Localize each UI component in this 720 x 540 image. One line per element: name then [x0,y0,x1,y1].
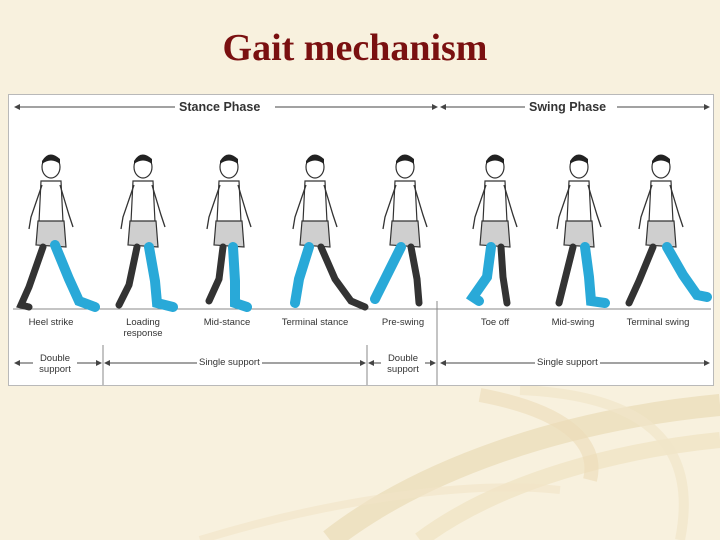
support-label-double-2: Double support [381,353,425,375]
event-label-loading-response: Loading response [123,317,163,339]
event-label-terminal-swing: Terminal swing [626,317,690,328]
figure-pre-swing [370,153,428,307]
figure-loading-response [115,153,178,312]
support-label-double-1: Double support [33,353,77,375]
figure-terminal-swing [625,153,712,307]
support-label-single-1: Single support [197,357,262,368]
figure-mid-swing [555,153,610,308]
swing-phase-label: Swing Phase [525,100,611,114]
figure-terminal-stance [290,153,369,311]
figure-heel-strike [16,153,100,312]
event-label-mid-swing: Mid-swing [551,317,595,328]
event-label-toe-off: Toe off [480,317,510,328]
slide-title: Gait mechanism [222,27,488,69]
event-label-mid-stance: Mid-stance [203,317,251,328]
event-label-pre-swing: Pre-swing [381,317,425,328]
stance-phase-label: Stance Phase [175,100,265,114]
figure-mid-stance [205,153,252,312]
support-label-single-2: Single support [535,357,600,368]
gait-diagram-graphics [13,104,712,385]
gait-cycle-diagram: Stance Phase Swing Phase Heel strike Loa… [8,94,714,386]
event-label-heel-strike: Heel strike [28,317,74,328]
figure-toe-off [465,153,518,307]
event-label-terminal-stance: Terminal stance [281,317,349,328]
